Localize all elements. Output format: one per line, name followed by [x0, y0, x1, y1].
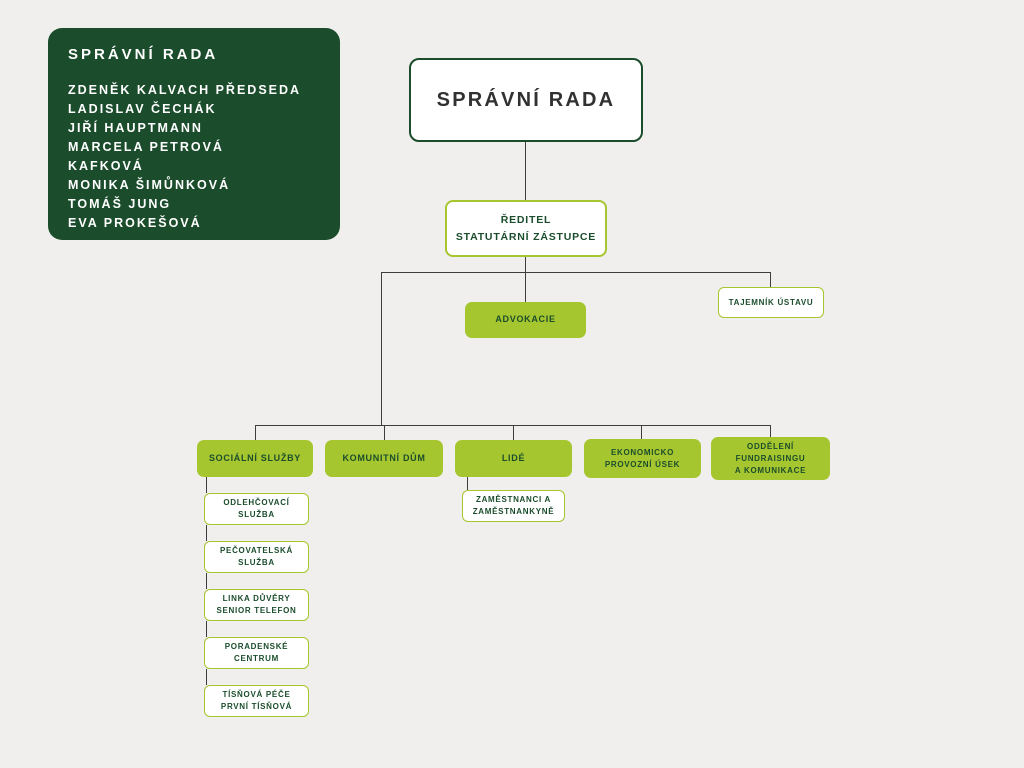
connector-secretary-drop	[770, 273, 771, 287]
node-komunitni-dum: KOMUNITNÍ DŮM	[325, 440, 443, 477]
node-tisnova-pece: TÍSŇOVÁ PÉČE PRVNÍ TÍSŇOVÁ	[204, 685, 309, 717]
node-label: STATUTÁRNÍ ZÁSTUPCE	[455, 230, 597, 243]
connector-root-director	[525, 142, 526, 200]
node-oddeleni-fundraisingu: ODDĚLENÍ FUNDRAISINGU A KOMUNIKACE	[711, 437, 830, 480]
node-label: TAJEMNÍK ÚSTAVU	[728, 297, 814, 307]
node-label: SPRÁVNÍ RADA	[436, 88, 616, 111]
connector-service-link	[206, 669, 207, 685]
node-label: PORADENSKÉ	[224, 642, 289, 651]
node-label: PEČOVATELSKÁ	[220, 546, 293, 555]
node-spravni-rada: SPRÁVNÍ RADA	[409, 58, 643, 142]
board-member-name: KAFKOVÁ	[68, 159, 144, 173]
connector-service-link	[206, 477, 207, 493]
node-linka-duvery: LINKA DŮVĚRY SENIOR TELEFON	[204, 589, 309, 621]
node-label: ODDĚLENÍ	[747, 441, 794, 451]
node-label: ZAMĚSTNANCI A	[475, 495, 552, 504]
node-label: ODLEHČOVACÍ	[223, 498, 290, 507]
connector-dept-drop	[513, 426, 514, 440]
node-tajemnik-ustavu: TAJEMNÍK ÚSTAVU	[718, 287, 824, 318]
node-label: PROVOZNÍ ÚSEK	[604, 459, 681, 469]
node-label: SLUŽBA	[238, 558, 275, 567]
node-lide: LIDÉ	[455, 440, 572, 477]
connector-dept-drop	[641, 426, 642, 439]
node-label: LIDÉ	[501, 452, 526, 463]
connector-left-vertical	[381, 273, 382, 425]
connector-horizontal-upper	[381, 272, 771, 273]
board-panel-title: SPRÁVNÍ RADA	[68, 46, 219, 63]
node-reditel: ŘEDITEL STATUTÁRNÍ ZÁSTUPCE	[445, 200, 607, 257]
board-members-panel: SPRÁVNÍ RADA ZDENĚK KALVACH PŘEDSEDA LAD…	[48, 28, 340, 240]
node-label: FUNDRAISINGU	[735, 453, 806, 463]
node-label: SLUŽBA	[238, 510, 275, 519]
connector-dept-drop	[255, 426, 256, 440]
node-label: SOCIÁLNÍ SLUŽBY	[208, 452, 301, 463]
board-member-name: TOMÁŠ JUNG	[68, 197, 172, 211]
board-member-name: MONIKA ŠIMŮNKOVÁ	[68, 178, 231, 192]
connector-people-link	[467, 477, 468, 490]
node-poradenske-centrum: PORADENSKÉ CENTRUM	[204, 637, 309, 669]
node-label: CENTRUM	[234, 654, 279, 663]
board-member-name: LADISLAV ČECHÁK	[68, 102, 217, 116]
node-socialni-sluzby: SOCIÁLNÍ SLUŽBY	[197, 440, 313, 477]
board-member-name: ZDENĚK KALVACH PŘEDSEDA	[68, 83, 302, 97]
node-label: A KOMUNIKACE	[734, 465, 807, 475]
connector-horizontal-lower	[255, 425, 771, 426]
node-pecovatelska-sluzba: PEČOVATELSKÁ SLUŽBA	[204, 541, 309, 573]
connector-service-link	[206, 621, 207, 637]
connector-service-link	[206, 525, 207, 541]
node-zamestnanci: ZAMĚSTNANCI A ZAMĚSTNANKYNĚ	[462, 490, 565, 522]
node-ekonomicko-provozni-usek: EKONOMICKO PROVOZNÍ ÚSEK	[584, 439, 701, 478]
connector-director-stub	[525, 257, 526, 273]
node-odlehcovaci-sluzba: ODLEHČOVACÍ SLUŽBA	[204, 493, 309, 525]
connector-dept-drop	[384, 426, 385, 440]
connector-service-link	[206, 573, 207, 589]
node-label: ŘEDITEL	[500, 213, 552, 226]
board-member-name: EVA PROKEŠOVÁ	[68, 216, 202, 230]
node-label: ADVOKACIE	[495, 314, 556, 325]
node-advokacie: ADVOKACIE	[465, 302, 586, 338]
node-label: LINKA DŮVĚRY	[222, 594, 291, 603]
node-label: ZAMĚSTNANKYNĚ	[472, 507, 555, 516]
node-label: EKONOMICKO	[611, 447, 674, 457]
node-label: SENIOR TELEFON	[216, 606, 297, 615]
connector-advocacy-drop	[525, 273, 526, 302]
node-label: KOMUNITNÍ DŮM	[342, 452, 426, 463]
connector-dept-drop	[770, 426, 771, 437]
node-label: PRVNÍ TÍSŇOVÁ	[220, 702, 293, 711]
node-label: TÍSŇOVÁ PÉČE	[222, 690, 291, 699]
board-member-name: MARCELA PETROVÁ	[68, 140, 224, 154]
board-member-name: JIŘÍ HAUPTMANN	[68, 121, 203, 135]
board-members-list: ZDENĚK KALVACH PŘEDSEDA LADISLAV ČECHÁK …	[68, 81, 320, 233]
